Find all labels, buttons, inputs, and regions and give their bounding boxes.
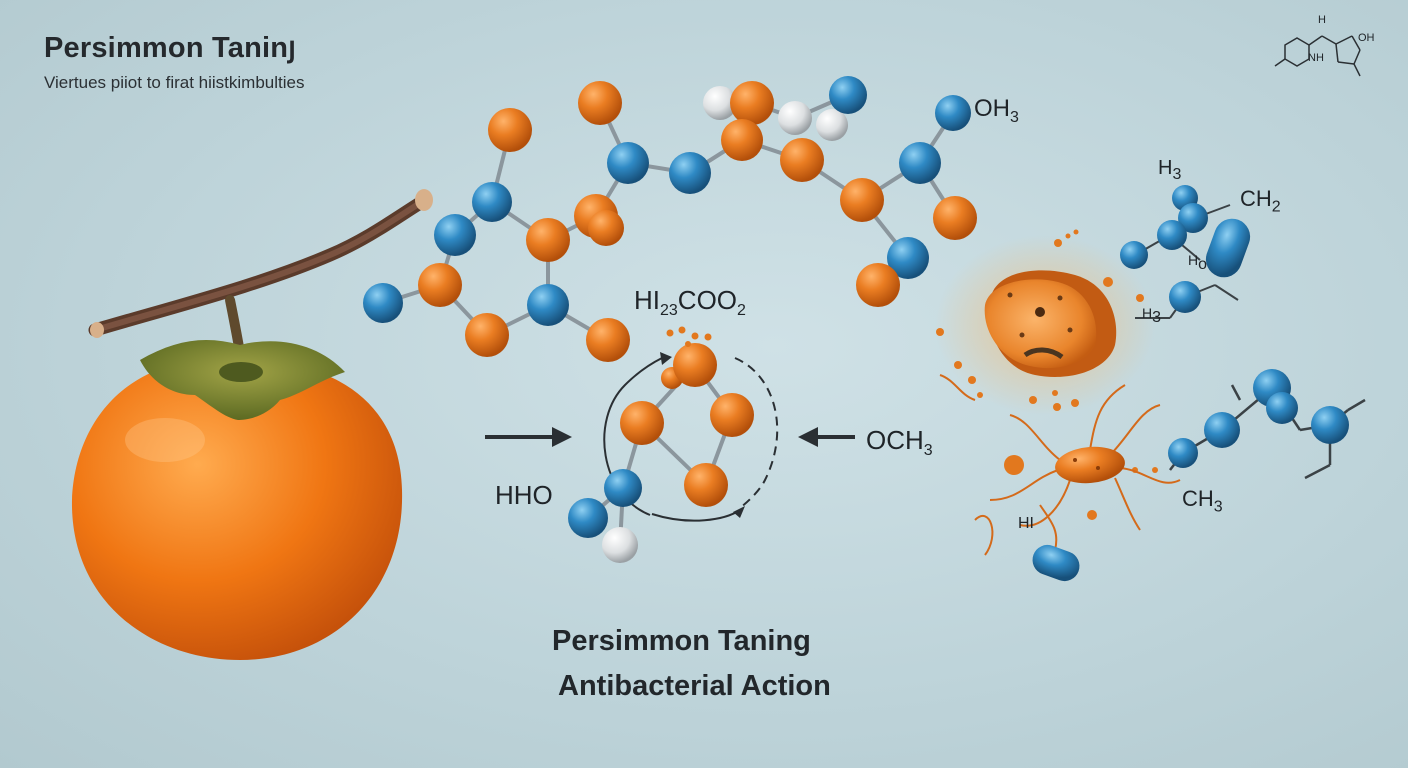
label-ch2: CH2 — [1240, 186, 1281, 216]
right-molecule-1-atoms — [1120, 185, 1208, 313]
blue-capsules — [1032, 218, 1251, 582]
label-corner-h: H — [1318, 14, 1326, 26]
bacteria-icon — [939, 374, 1181, 556]
label-hho: HHO — [495, 480, 553, 510]
page-title: Persimmon Taninյ — [44, 32, 297, 64]
label-h-small-2: HI — [1018, 515, 1034, 532]
label-corner-nh: NH — [1308, 52, 1324, 64]
particles — [936, 229, 1158, 520]
center-molecule-atoms — [568, 326, 754, 563]
label-och3: OCH3 — [866, 425, 933, 460]
label-ch3-right: CH3 — [1182, 486, 1223, 516]
label-corner-oh: OH — [1358, 32, 1375, 44]
caption-line-2: Antibacterial Action — [558, 670, 831, 702]
page-subtitle: Viertues piiot to firat hiistkimbulties — [44, 73, 305, 92]
persimmon-fruit-icon — [71, 340, 403, 660]
label-center-formula: HI23COO2 — [634, 285, 746, 320]
caption-line-1: Persimmon Taning — [552, 625, 811, 657]
right-molecule-2-atoms — [1168, 369, 1349, 468]
label-h-small-1: H3 — [1142, 305, 1162, 326]
molecule-atoms — [363, 76, 977, 362]
arrow-right-icon — [485, 427, 572, 447]
label-h-small-3: Ho — [1188, 252, 1208, 273]
center-molecule-bonds — [586, 363, 734, 546]
cut-persimmon-icon — [935, 235, 1155, 415]
chemical-structure-icon — [1274, 35, 1361, 77]
label-oh3: OH3 — [974, 95, 1019, 126]
label-h-top: H3 — [1158, 157, 1182, 183]
arrow-left-icon — [798, 427, 855, 447]
